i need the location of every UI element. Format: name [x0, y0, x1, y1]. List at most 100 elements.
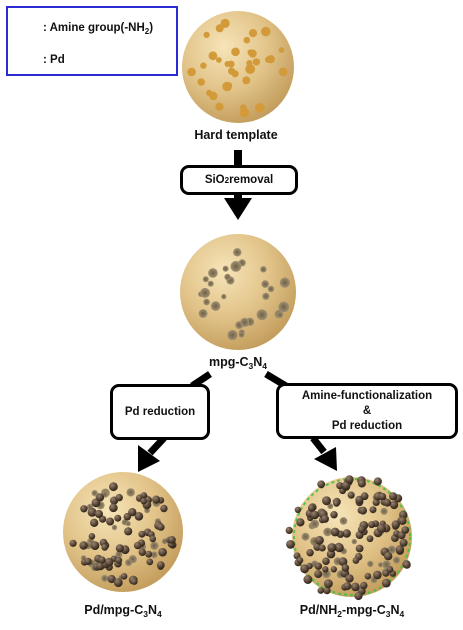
- pd-particle: [113, 578, 123, 587]
- pd-particle: [317, 480, 326, 489]
- pd-particle: [84, 557, 92, 566]
- pd-particle: [107, 574, 116, 584]
- pd-particle: [114, 514, 122, 522]
- template-spot: [216, 57, 222, 63]
- pd-particle: [351, 582, 360, 592]
- pore: [227, 330, 238, 341]
- pore: [238, 331, 245, 338]
- hard-template-sphere: [182, 11, 294, 123]
- template-spot: [240, 104, 247, 111]
- template-spot: [228, 67, 236, 75]
- pd-particle: [123, 512, 132, 521]
- ampersand-line: &: [362, 404, 372, 417]
- pd-particle: [109, 482, 118, 492]
- pd-particle: [326, 549, 336, 559]
- pd-particle: [69, 539, 77, 547]
- pd-particle: [343, 582, 352, 591]
- pd-particle: [145, 550, 153, 558]
- pd-particle: [352, 557, 360, 564]
- template-spot: [203, 31, 210, 38]
- pd-particle: [355, 495, 364, 504]
- pd-particle: [321, 514, 329, 523]
- pd-particle: [322, 496, 331, 506]
- pd-particle: [96, 493, 105, 502]
- pd-particle: [88, 533, 96, 540]
- amine-functionalization-line: Amine-functionalization: [301, 389, 433, 402]
- pd-particle: [294, 506, 302, 513]
- pd-particle: [120, 573, 128, 580]
- template-spot: [200, 62, 207, 69]
- pore: [111, 524, 118, 531]
- pd-particle: [306, 549, 314, 557]
- pd-nh2-mpg-label: Pd/NH2-mpg-C3N4: [299, 603, 405, 619]
- legend-amine-label: : Amine group(-NH2): [43, 22, 154, 36]
- pd-particle: [109, 503, 118, 513]
- pore: [310, 519, 320, 529]
- pd-mpg-label: Pd/mpg-C3N4: [84, 603, 162, 619]
- pd-particle: [133, 541, 142, 550]
- pore: [101, 574, 109, 582]
- pd-particle: [115, 544, 124, 553]
- pd-particle: [296, 518, 305, 527]
- pore: [260, 266, 267, 273]
- pd-particle: [101, 543, 109, 551]
- pd-particle: [318, 544, 326, 552]
- pd-particle: [104, 557, 114, 567]
- pd-particle: [140, 498, 147, 505]
- template-spot: [224, 61, 231, 67]
- pore: [150, 551, 158, 559]
- pd-reduction-line: Pd reduction: [331, 419, 403, 432]
- pd-particle: [333, 499, 340, 507]
- pd-particle: [317, 587, 325, 594]
- pore: [267, 285, 275, 293]
- pd-particle: [152, 495, 161, 504]
- pd-nh2-mpg-pd-particles: [285, 475, 411, 601]
- pd-particle: [330, 511, 338, 519]
- pd-particle: [323, 586, 331, 595]
- pd-particle: [357, 479, 366, 488]
- pd-particle: [296, 557, 304, 564]
- hard-template-label: Hard template: [194, 128, 278, 142]
- template-spot: [278, 67, 288, 77]
- template-spot: [248, 49, 257, 58]
- template-spot: [248, 28, 258, 38]
- pore: [224, 273, 231, 281]
- pd-particle: [314, 570, 323, 579]
- pd-particle: [360, 581, 368, 590]
- pd-particle: [336, 482, 344, 490]
- template-spot: [242, 76, 251, 85]
- pore: [367, 560, 374, 568]
- pd-particle: [106, 517, 115, 526]
- pd-particle: [345, 574, 354, 583]
- pd-reduction-step: Pd reduction: [110, 384, 210, 440]
- pd-particle: [395, 545, 405, 554]
- pore: [393, 556, 401, 564]
- pd-particle: [401, 526, 410, 534]
- pd-particle: [398, 516, 407, 525]
- pore: [202, 276, 209, 283]
- mpg-label: mpg-C3N4: [208, 355, 268, 371]
- pd-particle: [364, 572, 372, 580]
- pd-particle: [286, 540, 295, 549]
- pd-particle: [389, 492, 398, 501]
- pore: [207, 280, 214, 287]
- template-spot: [231, 47, 240, 57]
- pore: [240, 317, 250, 327]
- pd-particle: [115, 493, 123, 502]
- mpg-pores: [198, 248, 290, 341]
- hard-template-body: [182, 11, 294, 123]
- pd-particle: [327, 543, 337, 553]
- pore: [208, 268, 218, 278]
- pd-particle: [368, 521, 376, 529]
- pd-particle: [366, 535, 374, 543]
- pd-particle: [345, 475, 354, 484]
- mpg-body: [180, 234, 296, 350]
- pd-particle: [378, 492, 387, 501]
- pd-particle: [300, 564, 309, 574]
- pore: [203, 298, 210, 306]
- pd-particle: [146, 558, 154, 566]
- pd-particle: [90, 541, 100, 550]
- pore: [327, 503, 334, 510]
- pd-particle: [372, 498, 380, 506]
- pore: [125, 559, 133, 567]
